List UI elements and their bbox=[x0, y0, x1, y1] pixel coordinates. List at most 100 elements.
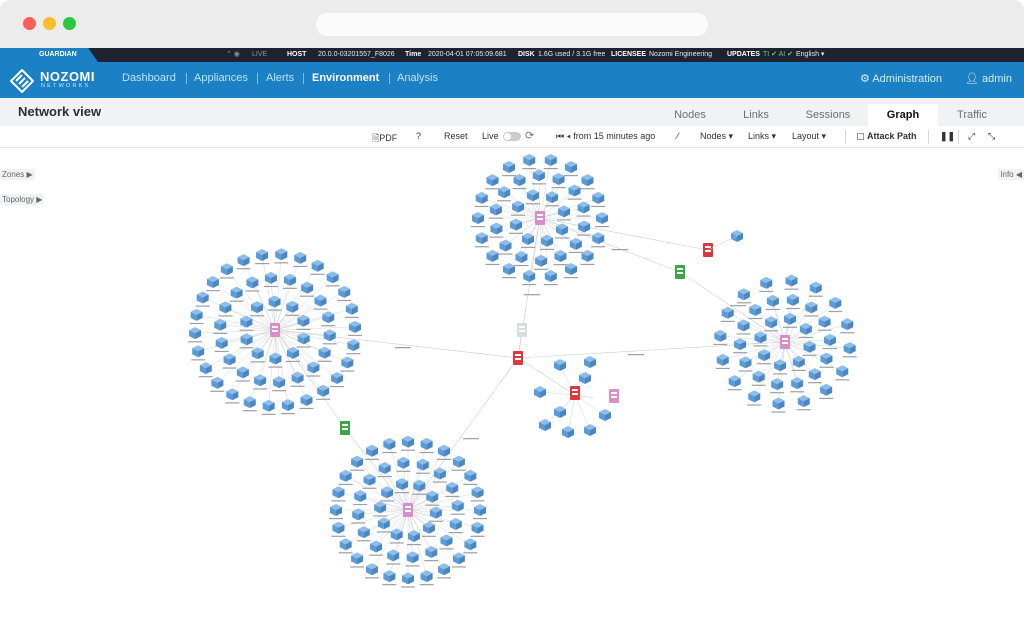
network-node[interactable] bbox=[734, 338, 747, 351]
network-node[interactable] bbox=[774, 359, 787, 372]
network-node[interactable] bbox=[498, 186, 511, 199]
network-node[interactable] bbox=[532, 169, 545, 182]
network-node[interactable] bbox=[318, 346, 331, 359]
tab-nodes[interactable]: Nodes bbox=[674, 109, 706, 121]
network-node[interactable] bbox=[472, 212, 484, 224]
network-node[interactable] bbox=[339, 538, 352, 551]
network-node[interactable] bbox=[246, 276, 259, 289]
network-node[interactable] bbox=[818, 315, 831, 328]
network-node[interactable] bbox=[554, 250, 567, 263]
network-node[interactable] bbox=[351, 552, 364, 565]
reset-button[interactable]: Reset bbox=[444, 131, 468, 141]
collapse-icon[interactable]: ⤡ bbox=[988, 131, 996, 141]
network-node[interactable] bbox=[332, 521, 345, 534]
network-node[interactable] bbox=[189, 327, 202, 340]
network-node[interactable] bbox=[771, 378, 784, 391]
network-node[interactable] bbox=[552, 173, 565, 186]
network-node[interactable] bbox=[301, 281, 314, 294]
network-node[interactable] bbox=[765, 316, 778, 329]
network-node[interactable] bbox=[268, 295, 281, 308]
network-node[interactable] bbox=[808, 368, 821, 381]
network-node[interactable] bbox=[841, 318, 854, 331]
network-node[interactable] bbox=[471, 486, 484, 499]
refresh-icon[interactable]: ⟳ bbox=[525, 130, 535, 142]
network-node[interactable] bbox=[426, 490, 439, 503]
network-node[interactable] bbox=[297, 332, 310, 345]
network-node[interactable] bbox=[314, 294, 327, 307]
nav-alerts[interactable]: Alerts bbox=[266, 72, 295, 84]
network-node[interactable] bbox=[366, 563, 378, 576]
nav-analysis[interactable]: Analysis bbox=[397, 72, 438, 84]
network-node[interactable] bbox=[416, 458, 429, 471]
network-node[interactable] bbox=[347, 339, 360, 352]
network-node[interactable] bbox=[766, 294, 779, 307]
network-node[interactable] bbox=[539, 419, 551, 431]
minimize-window-button[interactable] bbox=[43, 17, 56, 30]
network-node[interactable] bbox=[370, 540, 383, 553]
network-node[interactable] bbox=[390, 528, 403, 541]
network-node[interactable] bbox=[402, 572, 414, 585]
help-button[interactable]: ? bbox=[416, 131, 422, 141]
network-node[interactable] bbox=[581, 174, 594, 187]
network-node[interactable] bbox=[264, 271, 277, 284]
tab-sessions[interactable]: Sessions bbox=[805, 109, 851, 121]
network-node[interactable] bbox=[383, 437, 396, 450]
network-node[interactable] bbox=[420, 437, 433, 450]
network-node[interactable] bbox=[256, 249, 269, 262]
network-node[interactable] bbox=[338, 285, 351, 298]
network-node[interactable] bbox=[451, 499, 464, 512]
live-toggle[interactable] bbox=[503, 132, 521, 141]
layout-dropdown[interactable]: Layout ▾ bbox=[792, 131, 827, 141]
network-graph[interactable] bbox=[0, 148, 1024, 632]
network-node[interactable] bbox=[554, 359, 566, 371]
tab-traffic[interactable]: Traffic bbox=[957, 109, 987, 121]
network-node[interactable] bbox=[438, 444, 450, 457]
network-node[interactable] bbox=[503, 263, 515, 276]
network-node[interactable] bbox=[843, 342, 856, 355]
magic-wand-icon[interactable]: ⁄ bbox=[677, 131, 679, 141]
network-node[interactable] bbox=[515, 250, 528, 263]
network-node[interactable] bbox=[433, 467, 446, 480]
nav-appliances[interactable]: Appliances bbox=[194, 72, 248, 84]
export-pdf-button[interactable]: 🗎︎PDF bbox=[372, 133, 398, 143]
network-node[interactable] bbox=[348, 320, 361, 333]
network-node[interactable] bbox=[752, 370, 765, 383]
network-node[interactable] bbox=[438, 563, 450, 576]
info-panel-toggle[interactable]: Info ◀ bbox=[998, 169, 1024, 180]
network-node[interactable] bbox=[716, 353, 729, 366]
network-node[interactable] bbox=[223, 353, 236, 366]
network-node[interactable] bbox=[452, 455, 465, 468]
network-node[interactable] bbox=[797, 395, 810, 408]
network-node[interactable] bbox=[420, 570, 433, 583]
network-node[interactable] bbox=[196, 291, 209, 304]
network-node[interactable] bbox=[578, 220, 591, 233]
network-node[interactable] bbox=[406, 551, 419, 564]
network-node[interactable] bbox=[230, 286, 243, 299]
network-node[interactable] bbox=[569, 237, 582, 250]
network-node[interactable] bbox=[273, 376, 286, 389]
network-node[interactable] bbox=[486, 249, 499, 262]
network-node[interactable] bbox=[728, 375, 741, 388]
network-node[interactable] bbox=[240, 333, 253, 346]
network-node[interactable] bbox=[557, 205, 570, 218]
network-node[interactable] bbox=[513, 173, 526, 186]
network-node[interactable] bbox=[544, 270, 557, 283]
network-node[interactable] bbox=[275, 248, 288, 261]
network-node[interactable] bbox=[440, 534, 453, 547]
user-menu[interactable]: 👤︎ admin bbox=[965, 73, 1012, 85]
network-node[interactable] bbox=[721, 306, 734, 319]
expand-icon[interactable]: ⤢ bbox=[968, 131, 976, 141]
network-node[interactable] bbox=[510, 218, 523, 231]
network-node[interactable] bbox=[240, 315, 253, 328]
network-node[interactable] bbox=[805, 301, 818, 314]
network-node[interactable] bbox=[799, 322, 812, 335]
network-node[interactable] bbox=[323, 329, 336, 342]
network-node[interactable] bbox=[490, 222, 503, 235]
network-node[interactable] bbox=[396, 478, 409, 491]
network-node[interactable] bbox=[786, 293, 799, 306]
network-node[interactable] bbox=[554, 406, 566, 418]
network-node[interactable] bbox=[446, 481, 459, 494]
network-node[interactable] bbox=[568, 184, 581, 197]
network-node[interactable] bbox=[206, 276, 219, 289]
network-graph-canvas[interactable] bbox=[0, 148, 1024, 632]
